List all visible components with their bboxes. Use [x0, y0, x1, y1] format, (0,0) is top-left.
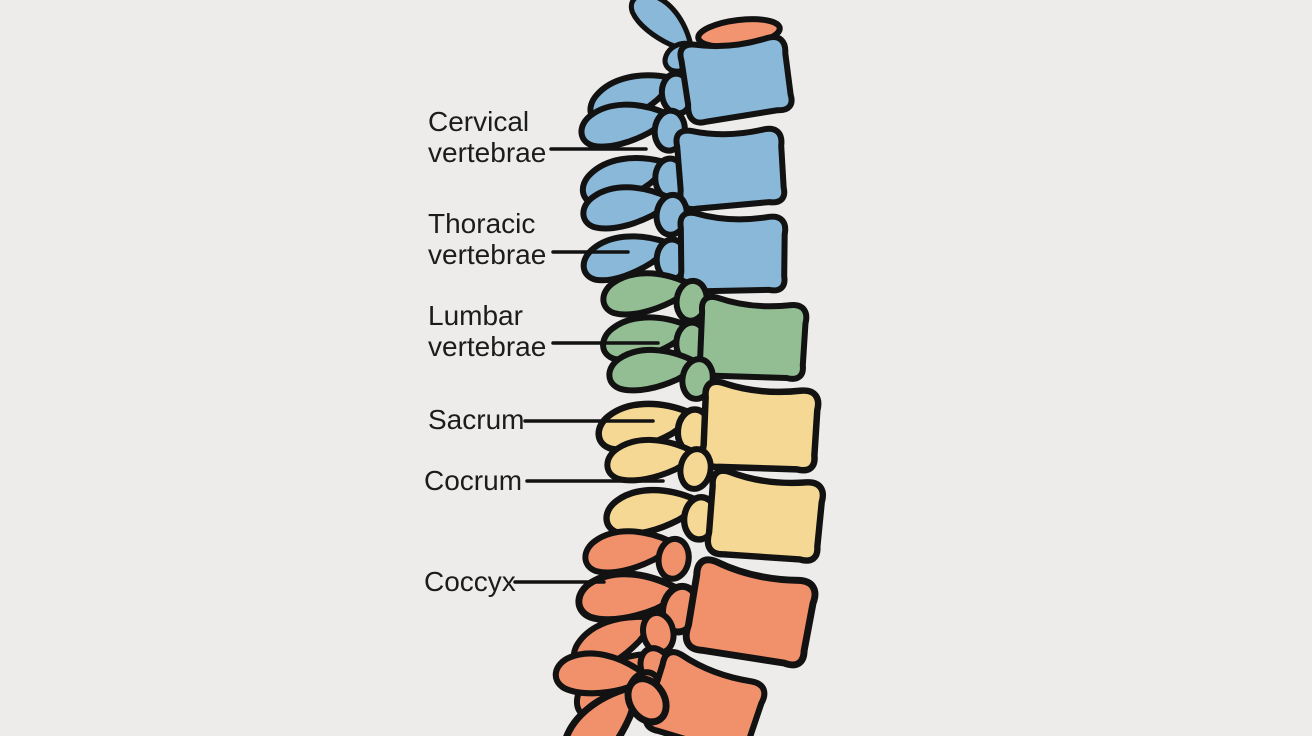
label-sacrum: Sacrum — [428, 404, 525, 435]
label-cervical-vertebrae: Cervical vertebrae — [428, 106, 547, 168]
label-cocrum: Cocrum — [424, 465, 523, 496]
label-lumbar-vertebrae: Lumbar vertebrae — [428, 300, 547, 362]
leader-lines — [513, 147, 665, 584]
label-thoracic-vertebrae: Thoracic vertebrae — [428, 208, 547, 270]
label-coccyx: Coccyx — [424, 566, 516, 597]
